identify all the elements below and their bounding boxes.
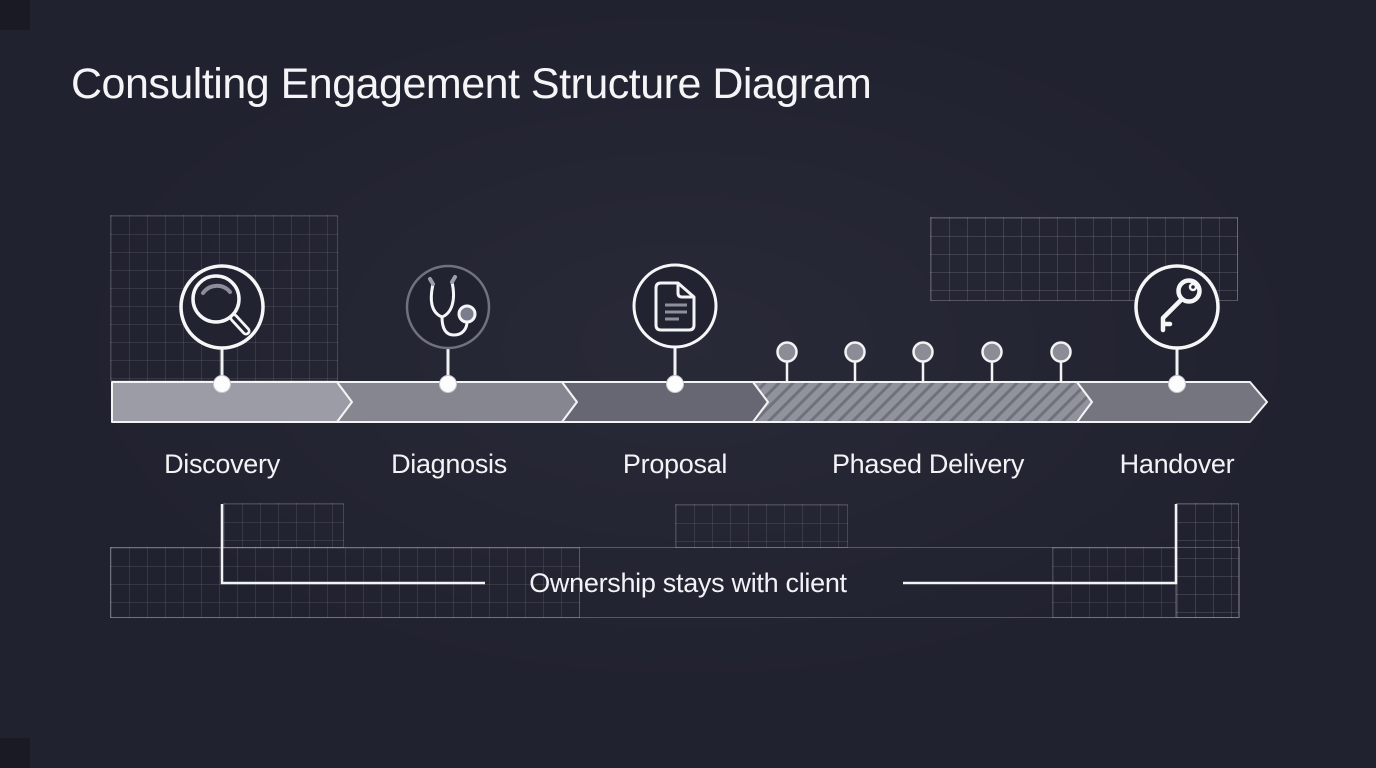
milestone-marker (776, 341, 798, 381)
stage-label-proposal: Proposal (622, 449, 728, 479)
segment-proposal (561, 381, 769, 423)
stage-label-handover: Handover (1119, 449, 1235, 479)
grid-decoration-bracket-left (223, 503, 344, 548)
document-icon (654, 281, 696, 332)
stage-label-discovery: Discovery (164, 449, 280, 479)
band-outline (110, 547, 1240, 618)
stage-label-phased-delivery: Phased Delivery (831, 449, 1025, 479)
stage-marker-handover (1134, 264, 1220, 393)
key-icon (1160, 278, 1202, 333)
segment-phased-delivery (752, 381, 1093, 423)
ownership-annotation: Ownership stays with client (529, 568, 847, 598)
milestone-marker (1050, 341, 1072, 381)
magnifier-icon (191, 274, 251, 336)
milestone-marker (981, 341, 1003, 381)
stage-marker-discovery (179, 264, 265, 393)
stage-label-diagnosis: Diagnosis (391, 449, 507, 479)
grid-decoration-bracket-center (675, 504, 848, 548)
corner-accent-top-left (0, 0, 30, 30)
milestone-marker (844, 341, 866, 381)
ownership-bracket (220, 504, 1178, 585)
grid-decoration-band-left (110, 547, 580, 618)
segment-handover (1076, 381, 1268, 423)
stage-marker-diagnosis (405, 264, 491, 393)
milestone-markers (776, 341, 1072, 381)
process-bar (111, 381, 1268, 423)
page-title: Consulting Engagement Structure Diagram (71, 60, 872, 108)
milestone-marker (912, 341, 934, 381)
segment-discovery (111, 381, 353, 423)
stethoscope-icon (428, 275, 477, 337)
grid-decoration-top-left (110, 215, 338, 381)
segment-diagnosis (336, 381, 578, 423)
stage-marker-proposal (632, 263, 718, 393)
corner-accent-bottom-left (0, 738, 30, 768)
grid-decoration-right-tall (1176, 503, 1239, 618)
